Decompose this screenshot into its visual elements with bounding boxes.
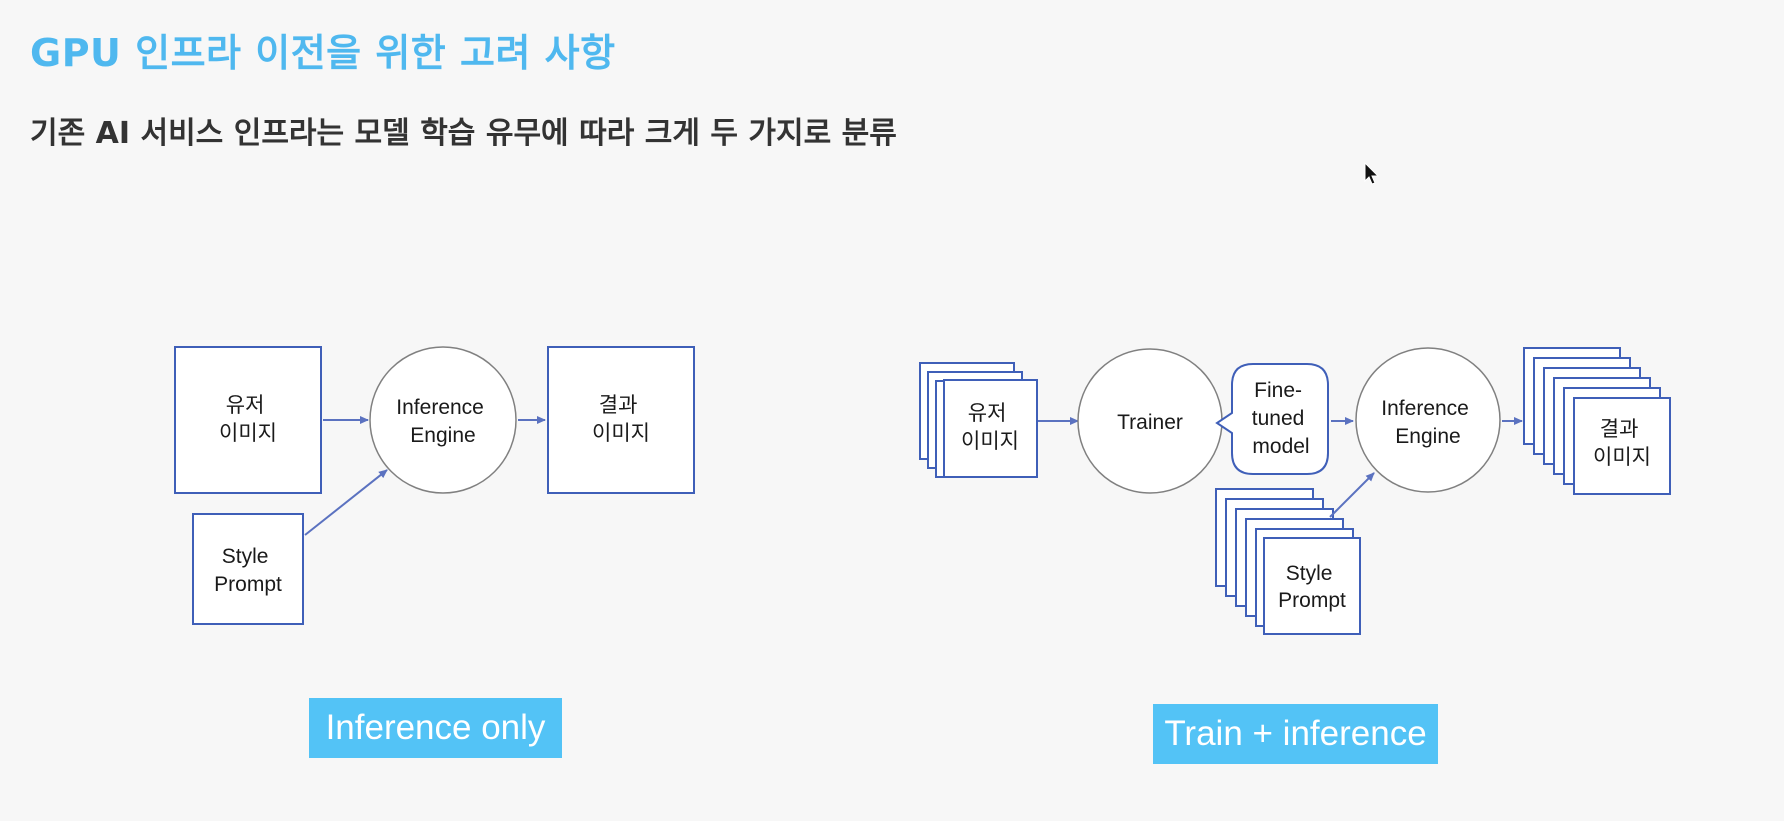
io-result-image-text: 결과 이미지 xyxy=(592,394,650,445)
ti-inference-engine-text: Inference Engine xyxy=(1381,397,1474,448)
page-title: GPU 인프라 이전을 위한 고려 사항 xyxy=(30,31,616,75)
ti-trainer-text: Trainer xyxy=(1117,411,1183,434)
ti-finetuned-model-callout xyxy=(1215,363,1329,475)
ti-user-image-text: 유저 이미지 xyxy=(961,402,1019,453)
inference-only-diagram: 유저 이미지 Style Prompt Inference Engine 결과 … xyxy=(174,346,695,625)
ti-style-prompt-text: Style Prompt xyxy=(1278,562,1346,612)
io-user-image-text: 유저 이미지 xyxy=(219,394,277,445)
io-inference-engine-text: Inference Engine xyxy=(396,396,489,447)
ti-arrow-prompt-to-engine xyxy=(1329,472,1375,518)
io-arrow-prompt-to-engine xyxy=(304,469,388,536)
io-user-image-box xyxy=(174,346,322,494)
ti-style-prompt-stack xyxy=(1215,488,1361,635)
mouse-cursor-icon xyxy=(1364,162,1380,185)
io-style-prompt-text: Style Prompt xyxy=(214,545,282,596)
ti-finetuned-model-text: Fine- tuned model xyxy=(1252,379,1310,458)
train-inference-diagram: 유저 이미지 Trainer Fine- tuned model Inferen… xyxy=(919,347,1671,635)
ti-user-image-stack xyxy=(919,362,1038,478)
page-subtitle: 기존 AI 서비스 인프라는 모델 학습 유무에 따라 크게 두 가지로 분류 xyxy=(30,116,897,151)
ti-result-image-text: 결과 이미지 xyxy=(1593,418,1651,469)
ti-result-image-stack xyxy=(1523,347,1671,495)
inference-only-label: Inference only xyxy=(309,698,562,758)
train-inference-label: Train + inference xyxy=(1153,704,1438,764)
io-style-prompt-box xyxy=(192,513,304,625)
io-inference-engine-circle xyxy=(369,346,517,494)
io-result-image-box xyxy=(547,346,695,494)
ti-inference-engine-circle xyxy=(1355,347,1501,493)
